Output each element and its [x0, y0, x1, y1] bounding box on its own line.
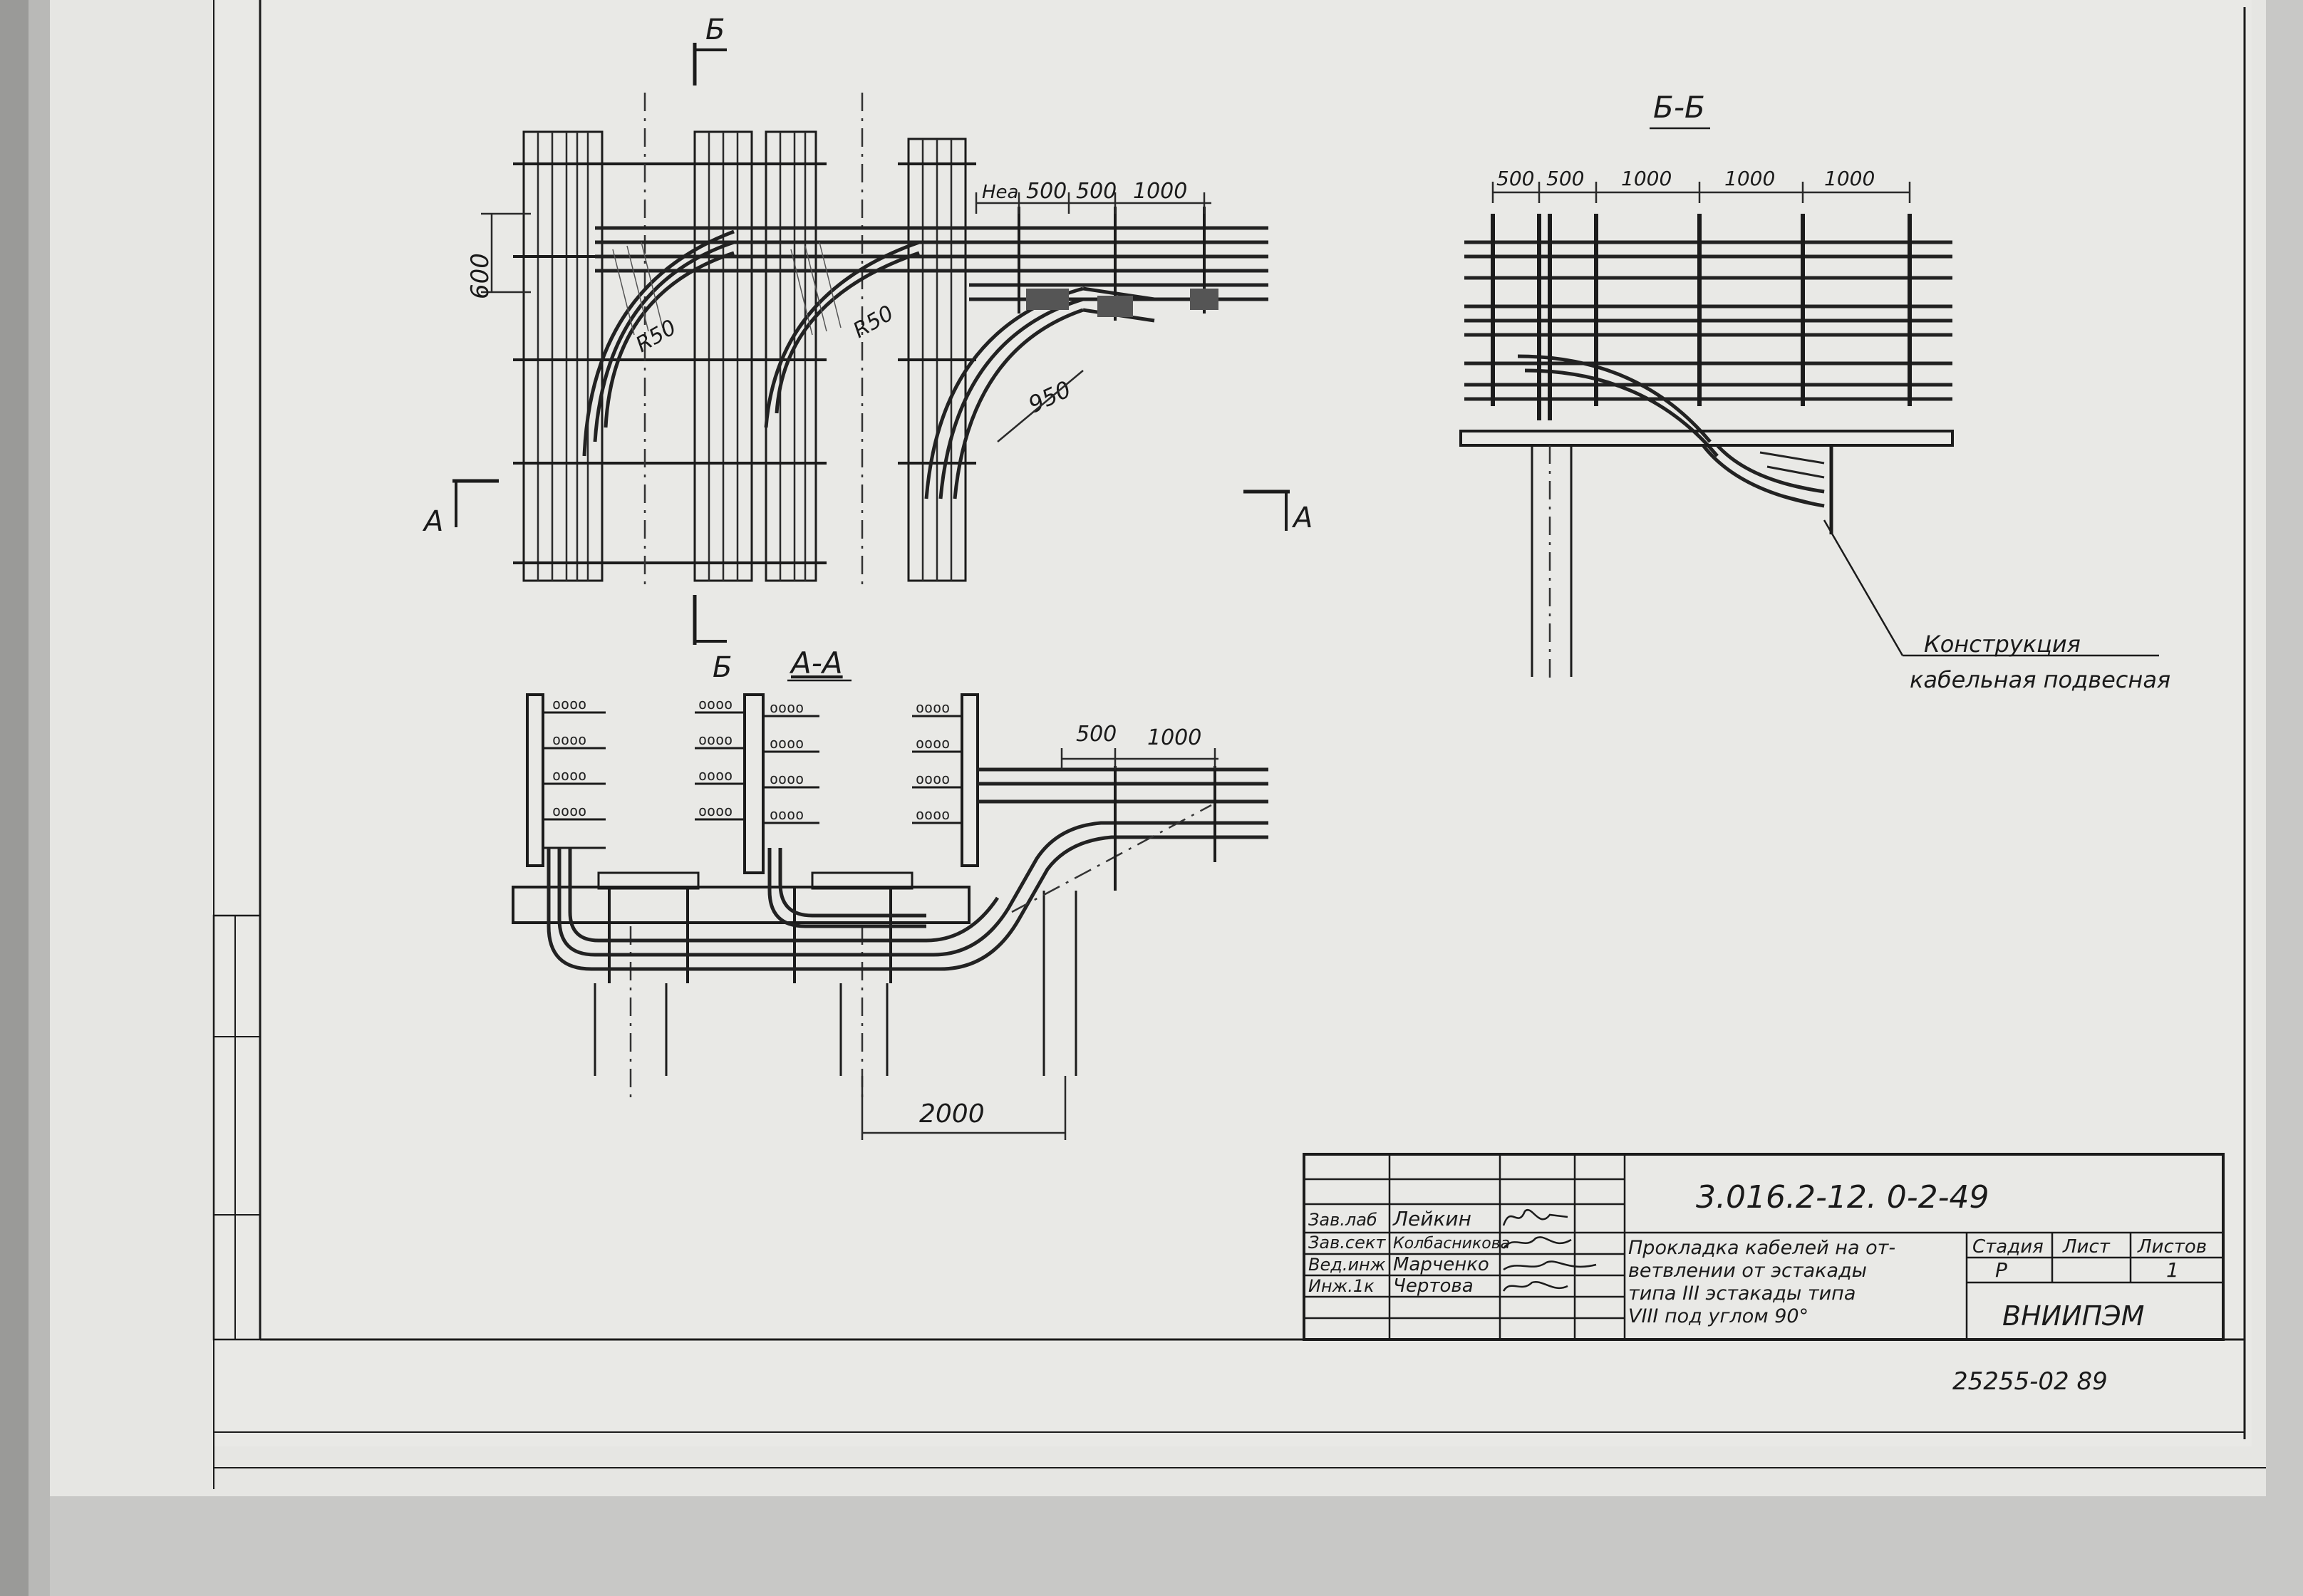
svg-text:oooo: oooo [916, 770, 950, 787]
aa-cable-routes [547, 767, 1268, 971]
plan-tray-2 [693, 130, 817, 582]
name-1: Лейкин [1392, 1207, 1471, 1230]
signature-4 [1502, 1280, 1568, 1292]
signature-2 [1503, 1236, 1572, 1249]
bb-cables [1464, 240, 1952, 457]
role-2: Зав.сект [1308, 1233, 1386, 1253]
bb-dim-1000c: 1000 [1824, 167, 1875, 190]
role-3: Вед.инж [1308, 1255, 1386, 1275]
name-3: Марченко [1393, 1254, 1489, 1275]
svg-text:oooo: oooo [552, 695, 586, 712]
callout-line1: Конструкция [1924, 631, 2081, 658]
stage-header: Стадия [1972, 1236, 2044, 1258]
svg-text:Б: Б [705, 14, 725, 46]
plan-view: Неа 500 500 1000 600 R50 R50 950 Б Б А [422, 14, 1313, 684]
aa-dim-1000: 1000 [1147, 725, 1201, 750]
view-aa: А-А oooo oooo oooo oooo oooo oooo [512, 646, 1268, 1140]
svg-text:oooo: oooo [770, 770, 804, 787]
sheets-value: 1 [2166, 1258, 2179, 1282]
name-2: Колбасникова [1393, 1235, 1510, 1253]
section-mark-a-left: А [422, 479, 499, 538]
title-block: 3.016.2-12. 0-2-49 Зав.лаб Зав.сект Вед.… [1303, 1153, 2225, 1341]
bb-dim-1000b: 1000 [1724, 167, 1775, 190]
bb-dim-500b: 500 [1546, 167, 1584, 190]
plan-tray-1 [522, 130, 604, 582]
plan-dim-1000: 1000 [1133, 179, 1187, 204]
svg-text:oooo: oooo [552, 802, 586, 819]
desc-line-1: Прокладка кабелей на от- [1628, 1237, 1895, 1259]
doc-code: 3.016.2-12. 0-2-49 [1696, 1179, 1989, 1216]
view-bb-title: Б-Б [1653, 90, 1705, 125]
section-mark-b-bottom: Б [693, 595, 732, 684]
view-aa-title: А-А [789, 646, 843, 680]
bb-hanger [1702, 444, 1833, 534]
bb-dim-500a: 500 [1496, 167, 1534, 190]
section-mark-b-top: Б [693, 14, 727, 86]
plan-dim-prefix: Неа [982, 182, 1018, 203]
aa-column-2: oooo oooo oooo oooo oooo oooo oooo oooo [695, 693, 819, 874]
desc-line-3: типа III эстакады типа [1628, 1282, 1856, 1305]
signature-3 [1503, 1260, 1597, 1271]
stage-value: Р [1995, 1258, 2007, 1282]
svg-text:oooo: oooo [552, 767, 586, 784]
callout-line2: кабельная подвесная [1910, 666, 2170, 693]
svg-text:oooo: oooo [698, 802, 733, 819]
sheet-header: Лист [2062, 1236, 2111, 1258]
aa-column-3: oooo oooo oooo oooo [912, 693, 979, 867]
svg-text:oooo: oooo [770, 806, 804, 823]
plan-cable-bends [582, 229, 1155, 499]
svg-text:Б: Б [713, 651, 732, 684]
desc-line-4: VIII под углом 90° [1628, 1305, 1808, 1327]
sheets-header: Листов [2137, 1236, 2207, 1258]
svg-text:oooo: oooo [770, 699, 804, 716]
svg-text:oooo: oooo [698, 731, 733, 748]
svg-text:А: А [1291, 502, 1313, 534]
role-1: Зав.лаб [1308, 1210, 1377, 1230]
archive-number: 25255-02 89 [1952, 1367, 2108, 1396]
svg-text:oooo: oooo [916, 735, 950, 752]
bb-dim-1000a: 1000 [1621, 167, 1672, 190]
svg-text:oooo: oooo [770, 735, 804, 752]
role-4: Инж.1к [1308, 1276, 1375, 1296]
svg-text:А: А [422, 505, 443, 538]
svg-text:oooo: oooo [698, 695, 733, 712]
svg-text:oooo: oooo [698, 767, 733, 784]
plan-dim-500a: 500 [1026, 179, 1067, 204]
svg-text:oooo: oooo [916, 806, 950, 823]
name-4: Чертова [1393, 1275, 1474, 1297]
desc-line-2: ветвлении от эстакады [1628, 1260, 1867, 1282]
section-mark-a-right: А [1243, 489, 1313, 534]
signature-1 [1502, 1208, 1568, 1226]
aa-dim-2000: 2000 [919, 1099, 985, 1129]
aa-dim-500: 500 [1076, 722, 1117, 747]
plan-horizontal-cables [595, 226, 1268, 301]
svg-text:oooo: oooo [916, 699, 950, 716]
view-bb: Б-Б 500 500 1000 1000 1000 [1459, 90, 2170, 693]
aa-column-1: oooo oooo oooo oooo [526, 693, 606, 867]
organization: ВНИИПЭМ [2002, 1300, 2144, 1332]
svg-text:oooo: oooo [552, 731, 586, 748]
plan-dim-500b: 500 [1076, 179, 1117, 204]
plan-dim-600: 600 [466, 253, 495, 299]
